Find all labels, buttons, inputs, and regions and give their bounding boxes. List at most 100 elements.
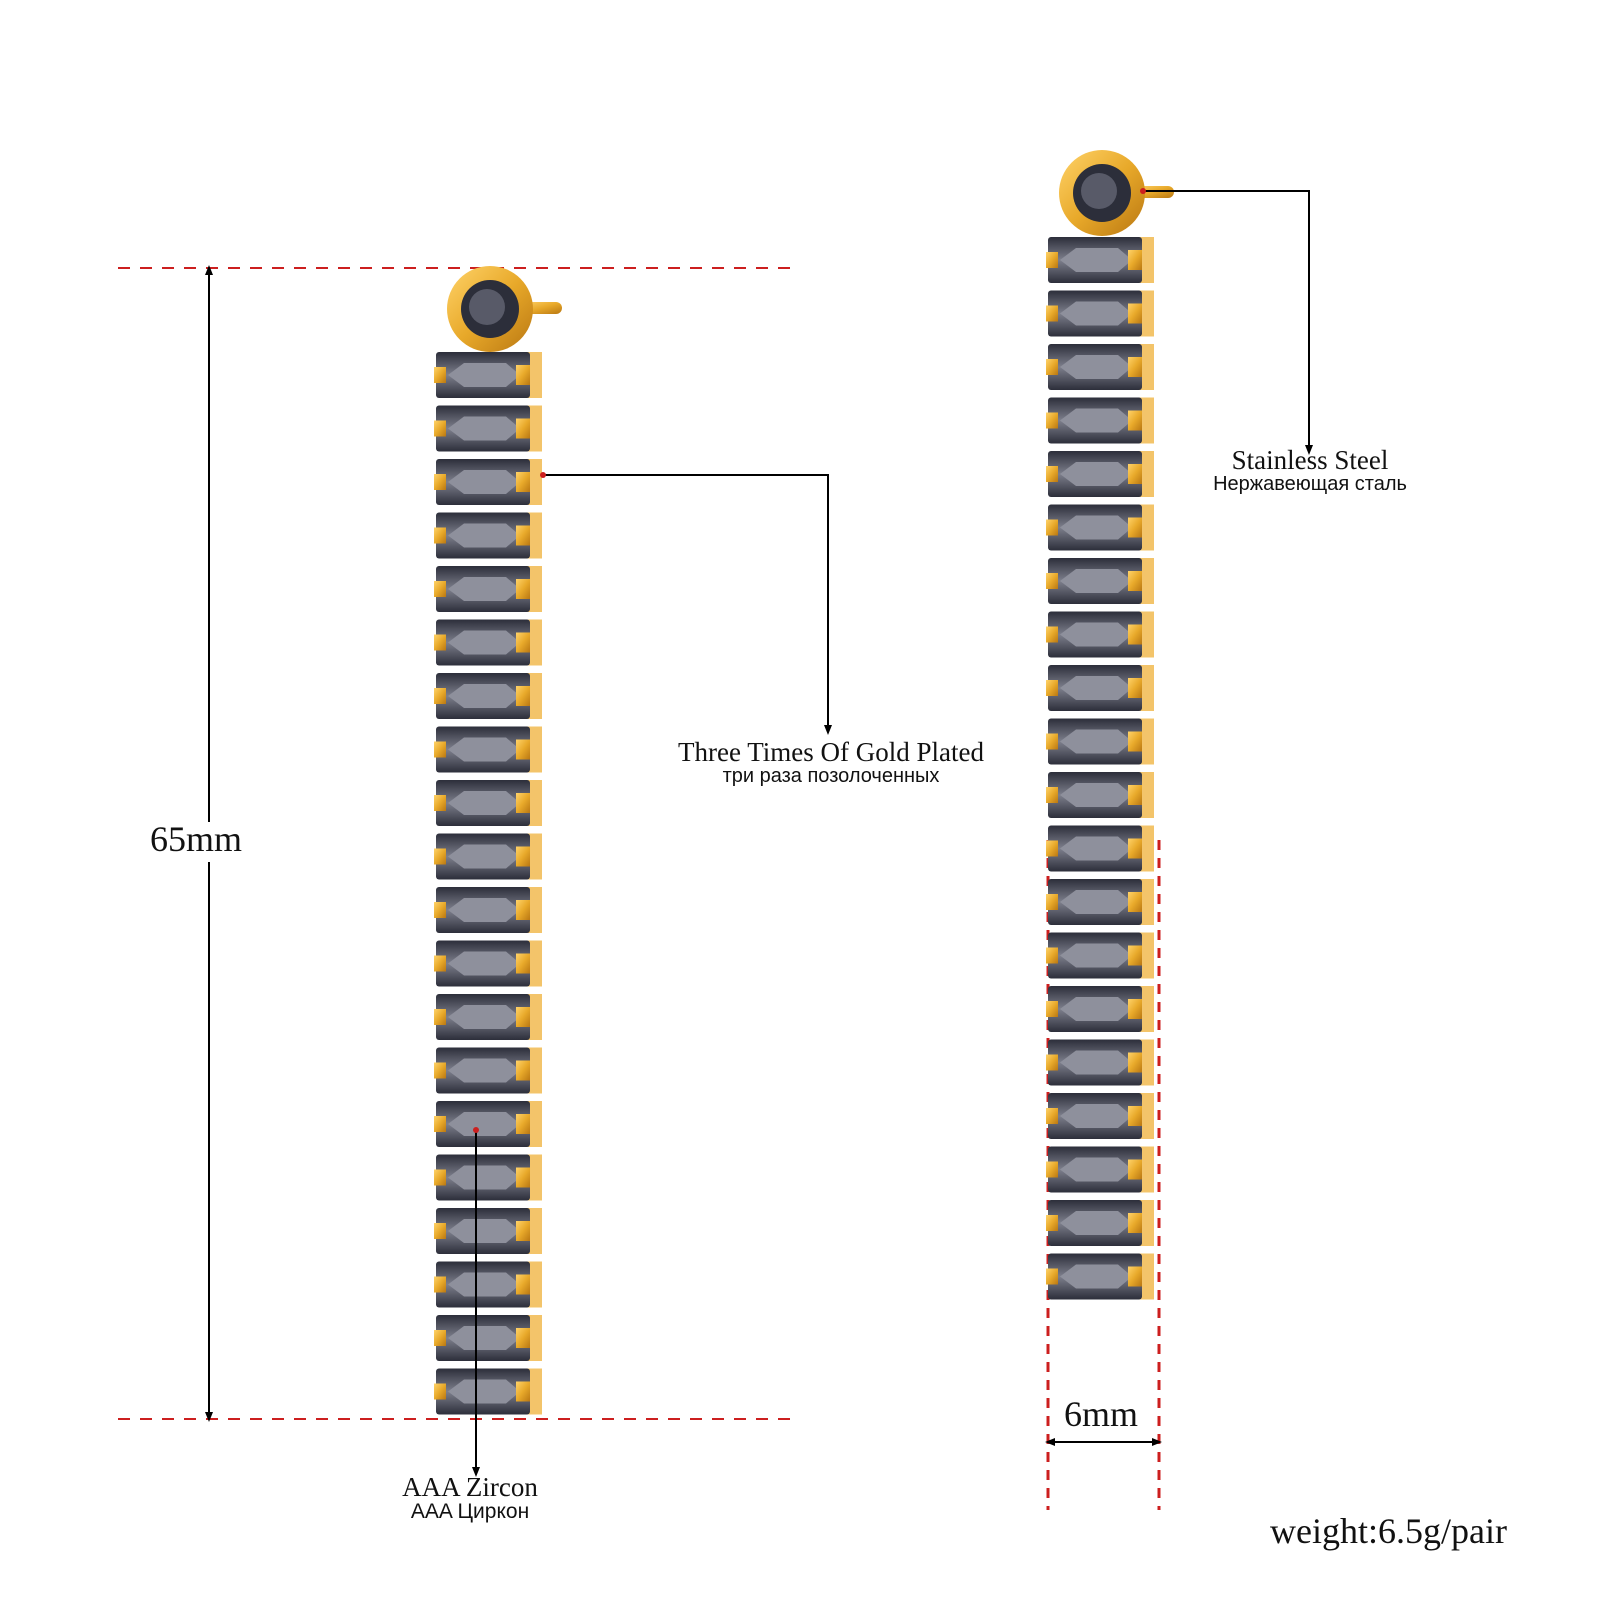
stone-facet xyxy=(1060,355,1132,379)
prong-right xyxy=(516,1381,530,1402)
prong-left xyxy=(1046,1054,1058,1071)
prong-right xyxy=(1128,838,1142,859)
baguette-stone-link xyxy=(434,1208,542,1254)
stone-facet xyxy=(1060,1264,1132,1289)
baguette-stone-link xyxy=(434,994,542,1040)
prong-left xyxy=(1046,573,1058,589)
material-label-en: Stainless Steel xyxy=(1231,445,1389,475)
baguette-stone-link xyxy=(1046,825,1154,872)
stone-facet xyxy=(1060,622,1132,647)
stone-facet xyxy=(448,416,520,441)
width-label: 6mm xyxy=(1064,1394,1139,1434)
baguette-stone-link xyxy=(1046,504,1154,551)
prong-left xyxy=(1046,733,1058,750)
prong-right xyxy=(516,900,530,920)
prong-left xyxy=(434,581,446,597)
prong-right xyxy=(1128,1159,1142,1180)
stone-facet xyxy=(448,1112,520,1136)
baguette-stone-link xyxy=(434,512,542,559)
baguette-stone-link xyxy=(1046,1146,1154,1193)
baguette-stone-link xyxy=(434,780,542,826)
stud-stone-facet xyxy=(1081,173,1117,209)
plating-label-en: Three Times Of Gold Plated xyxy=(678,737,984,767)
baguette-stone-link xyxy=(434,1101,542,1147)
prong-right xyxy=(1128,250,1142,270)
prong-left xyxy=(434,420,446,437)
baguette-stone-link xyxy=(434,1261,542,1308)
plating-point xyxy=(540,472,546,478)
prong-left xyxy=(1046,1108,1058,1124)
prong-right xyxy=(516,579,530,599)
stone-facet xyxy=(448,684,520,708)
prong-left xyxy=(1046,894,1058,910)
prong-left xyxy=(434,848,446,865)
prong-right xyxy=(1128,785,1142,805)
prong-left xyxy=(1046,947,1058,964)
stone-facet xyxy=(1060,515,1132,540)
prong-left xyxy=(1046,626,1058,643)
baguette-stone-link xyxy=(434,1315,542,1361)
right-earring xyxy=(1046,150,1174,1300)
prong-right xyxy=(1128,999,1142,1019)
prong-right xyxy=(516,632,530,653)
prong-left xyxy=(434,474,446,490)
prong-right xyxy=(516,1060,530,1081)
stone-facet xyxy=(448,470,520,494)
baguette-stone-link xyxy=(1046,344,1154,390)
left-earring xyxy=(434,266,562,1415)
prong-right xyxy=(1128,464,1142,484)
stone-facet xyxy=(1060,1157,1132,1182)
stone-label-en: AAA Zircon xyxy=(402,1472,538,1502)
stone-facet xyxy=(448,1272,520,1297)
stud-stone-facet xyxy=(469,289,505,325)
stone-facet xyxy=(1060,783,1132,807)
prong-right xyxy=(516,1007,530,1027)
prong-right xyxy=(1128,945,1142,966)
prong-right xyxy=(1128,892,1142,912)
stone-facet xyxy=(1060,943,1132,968)
stone-label-ru: AAA Циркон xyxy=(410,1500,530,1523)
prong-right xyxy=(516,525,530,546)
prong-left xyxy=(434,1330,446,1346)
prong-right xyxy=(516,739,530,760)
baguette-stone-link xyxy=(434,1047,542,1094)
baguette-stone-link xyxy=(434,566,542,612)
prong-left xyxy=(1046,252,1058,268)
baguette-stone-link xyxy=(434,833,542,880)
stone-facet xyxy=(1060,1050,1132,1075)
baguette-stone-link xyxy=(434,673,542,719)
prong-left xyxy=(434,1009,446,1025)
material-label-ru: Нержавеющая сталь xyxy=(1213,473,1407,495)
prong-left xyxy=(1046,1215,1058,1231)
prong-left xyxy=(434,1383,446,1400)
stone-facet xyxy=(448,630,520,655)
stone-facet xyxy=(1060,836,1132,861)
prong-right xyxy=(1128,1052,1142,1073)
prong-left xyxy=(1046,787,1058,803)
prong-left xyxy=(434,1223,446,1239)
baguette-stone-link xyxy=(1046,1200,1154,1246)
stone-facet xyxy=(448,898,520,922)
prong-left xyxy=(434,1169,446,1186)
baguette-stone-link xyxy=(1046,665,1154,711)
prong-right xyxy=(516,846,530,867)
length-label: 65mm xyxy=(150,819,243,859)
stone-facet xyxy=(448,1005,520,1029)
prong-left xyxy=(434,688,446,704)
stone-facet xyxy=(1060,569,1132,593)
prong-right xyxy=(516,1328,530,1348)
baguette-stone-link xyxy=(1046,932,1154,979)
prong-left xyxy=(434,955,446,972)
baguette-stone-link xyxy=(434,352,542,398)
baguette-stone-link xyxy=(434,1368,542,1415)
prong-right xyxy=(1128,571,1142,591)
baguette-stone-link xyxy=(1046,1039,1154,1086)
prong-left xyxy=(1046,1268,1058,1285)
prong-right xyxy=(1128,410,1142,431)
prong-right xyxy=(1128,678,1142,698)
prong-right xyxy=(516,1221,530,1241)
plating-label-ru: три раза позолоченных xyxy=(722,765,940,787)
prong-right xyxy=(1128,1266,1142,1287)
baguette-stone-link xyxy=(434,726,542,773)
